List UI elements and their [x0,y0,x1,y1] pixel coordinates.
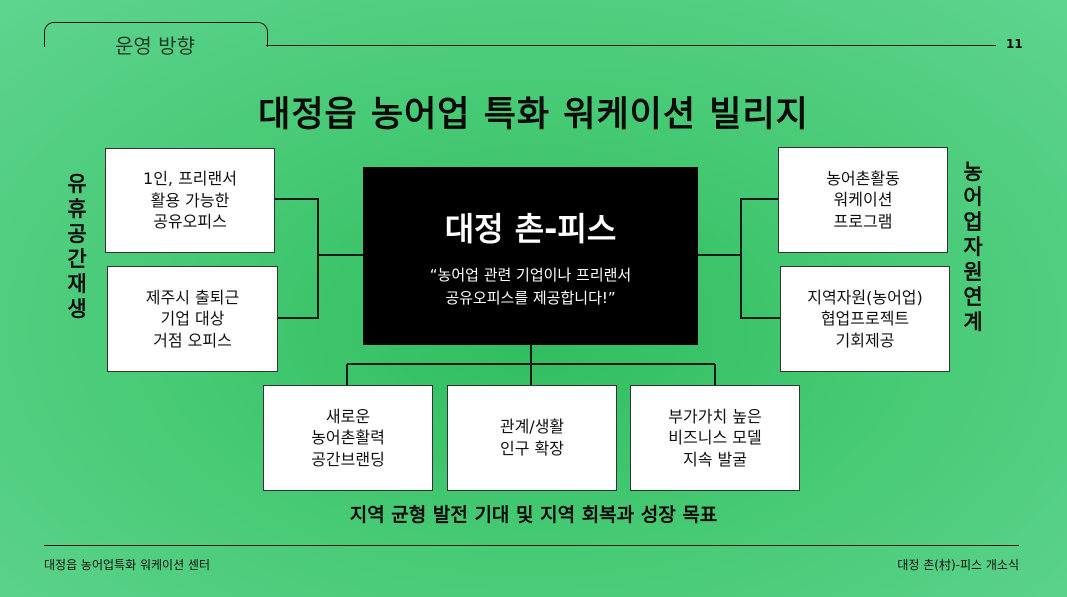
bottom-box-3: 부가가치 높은 비즈니스 모델 지속 발굴 [630,385,800,491]
bottom-box-1: 새로운 농어촌활력 공간브랜딩 [263,385,433,491]
center-title: 대정 촌-피스 [444,210,617,248]
section-label: 운영 방향 [115,34,195,58]
footer-right: 대정 촌(村)-피스 개소식 [897,558,1019,572]
connector-left-bottom [277,255,319,319]
page-number: 11 [1006,37,1023,51]
footer-left: 대정읍 농어업특화 워케이션 센터 [44,558,211,572]
bottom-box-2: 관계/생활 인구 확장 [447,385,617,491]
right-box-1: 농어촌활동 워케이션 프로그램 [778,147,948,253]
center-quote: “농어업 관련 기업이나 프리랜서 공유오피스를 제공합니다!” [429,266,632,307]
connector-left-top [274,198,319,255]
left-vertical-label: 유휴공간재생 [67,172,87,321]
right-vertical-label: 농어업자원연계 [963,160,983,334]
bottom-goal: 지역 균형 발전 기대 및 지역 회복과 성장 목표 [349,504,718,526]
left-box-2: 제주시 출퇴근 기업 대상 거점 오피스 [107,266,278,372]
center-box: 대정 촌-피스 “농어업 관련 기업이나 프리랜서 공유오피스를 제공합니다!” [363,167,698,345]
footer-line [44,545,1019,546]
right-box-2: 지역자원(농어업) 협업프로젝트 기회제공 [780,266,950,372]
connector-right-top [740,198,778,255]
header-line [266,45,996,46]
left-box-1: 1인, 프리랜서 활용 가능한 공유오피스 [105,148,275,253]
header-tab [44,22,268,47]
main-title: 대정읍 농어업 특화 워케이션 빌리지 [258,95,809,135]
connector-right-bottom [740,255,780,319]
